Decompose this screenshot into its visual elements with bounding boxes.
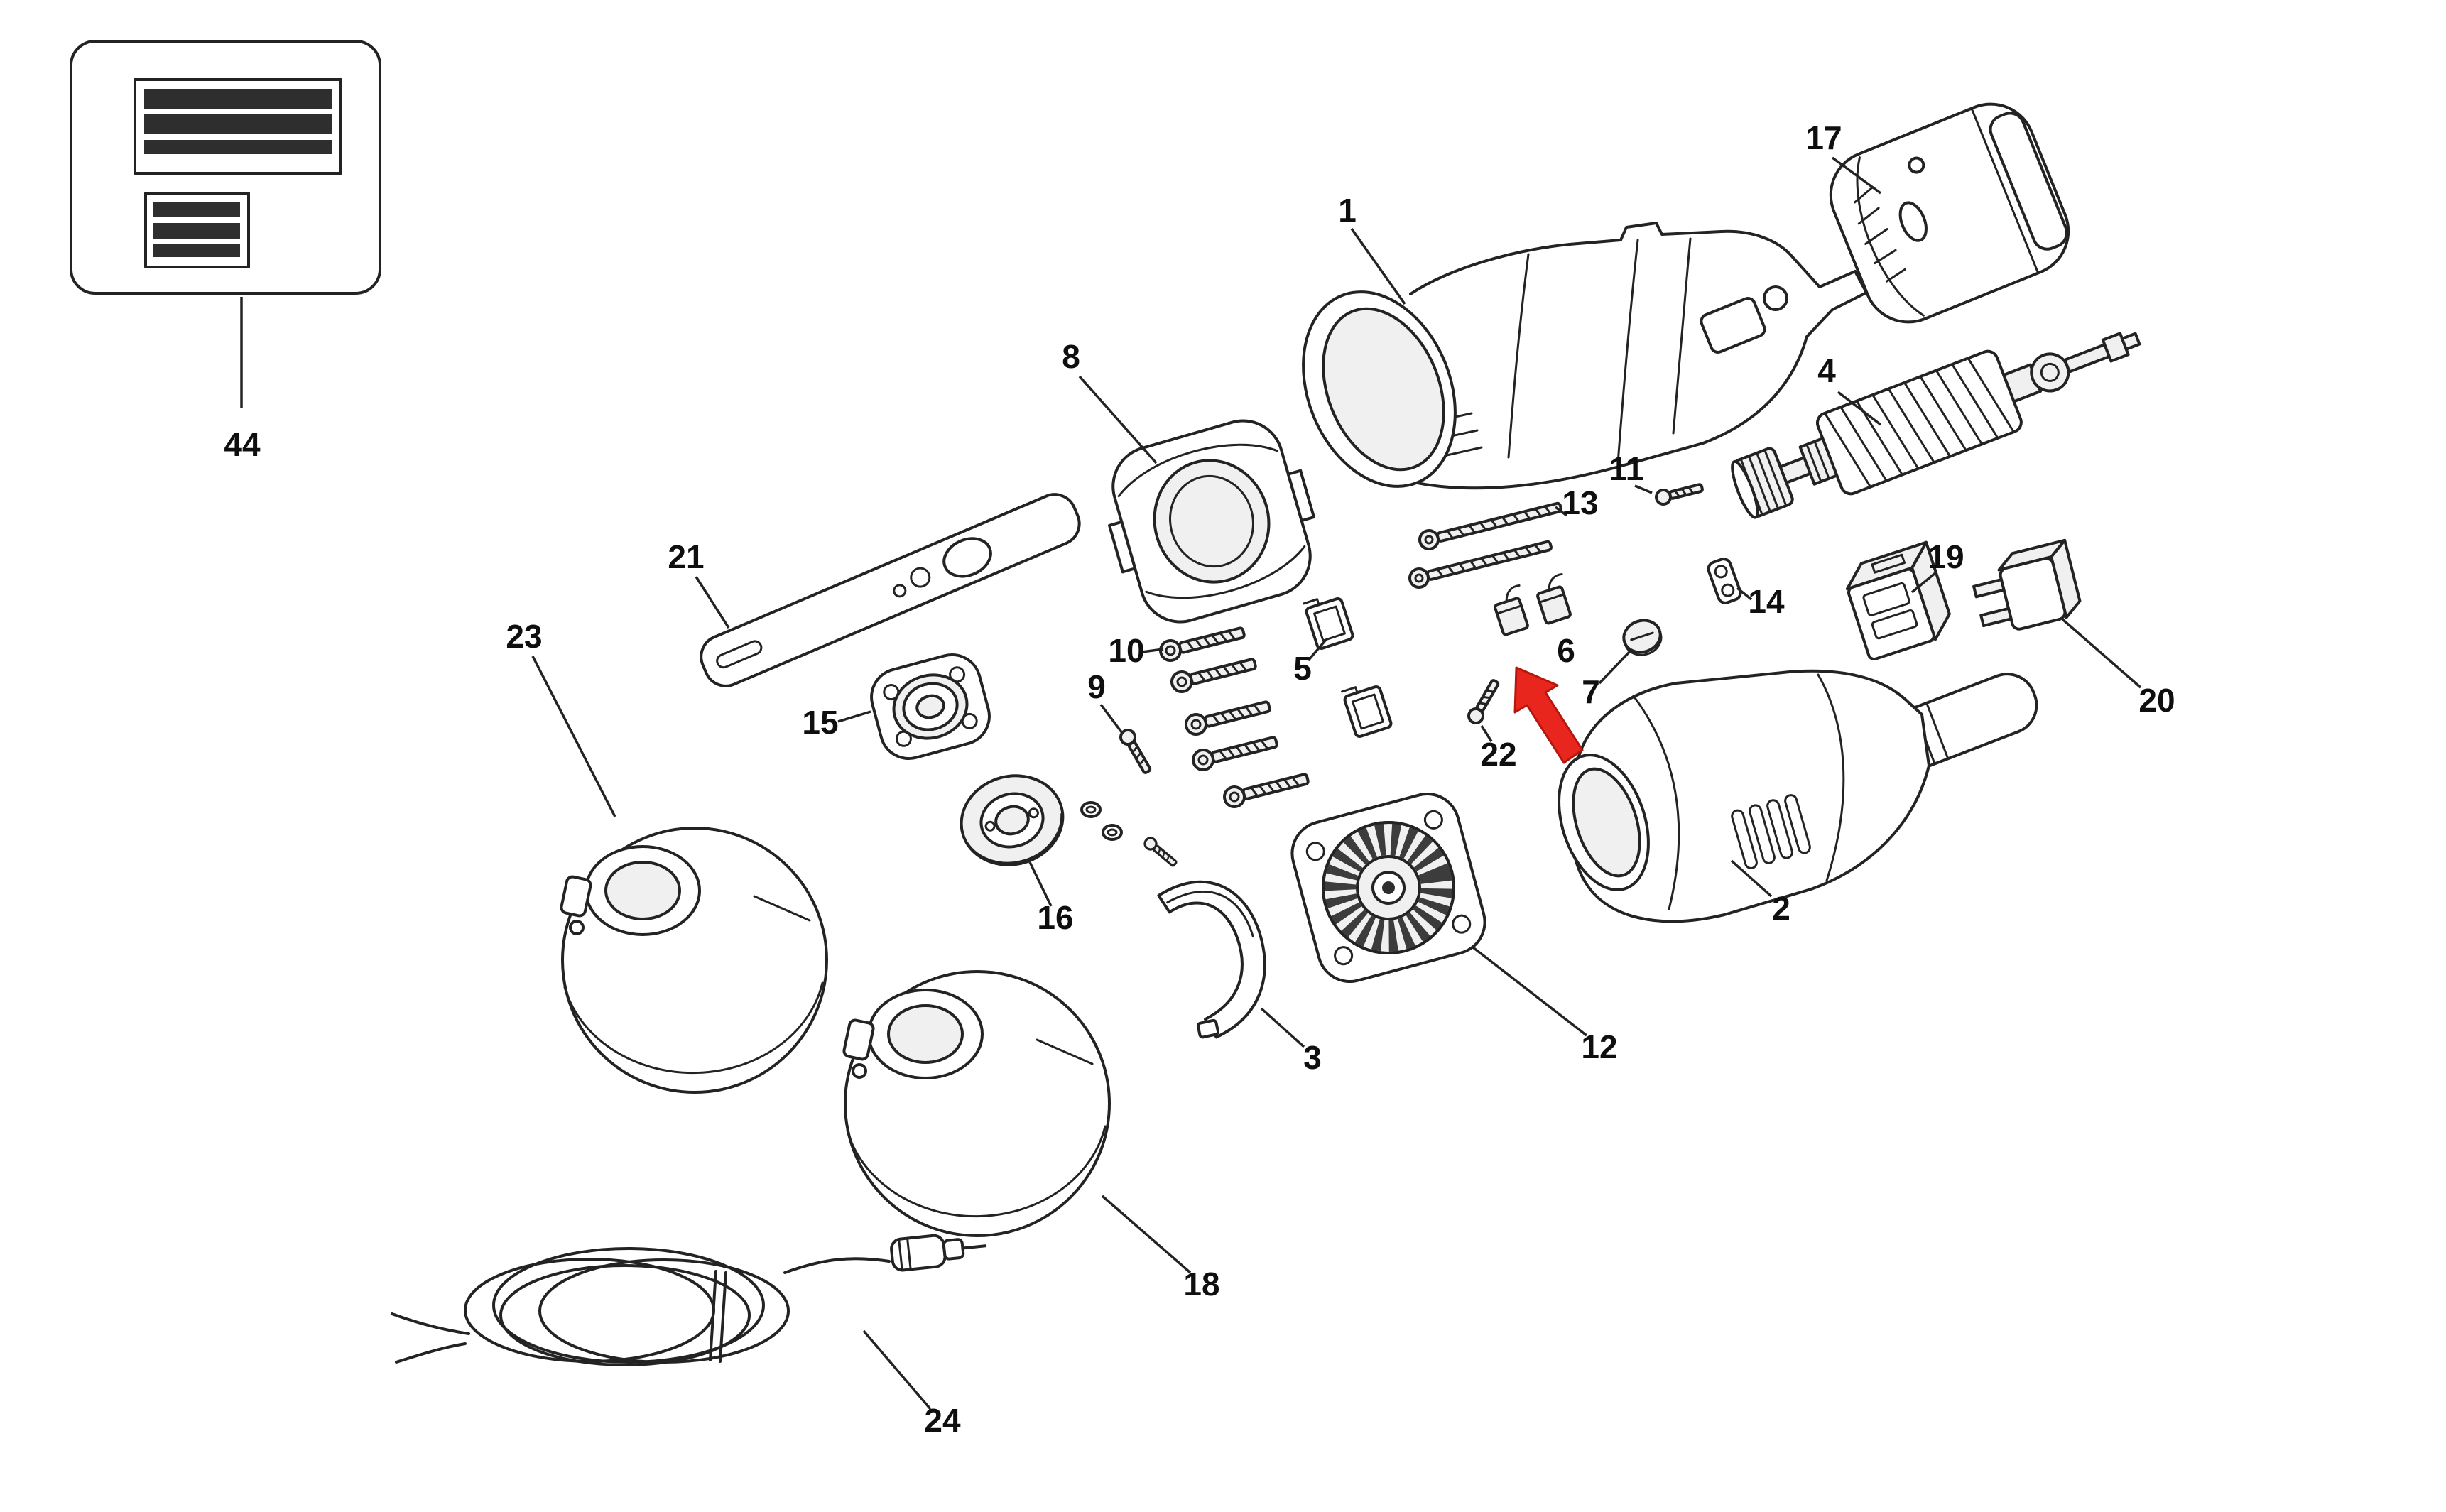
leader-13 [1554,506,1568,517]
part-label-18: 18 [1183,1266,1219,1302]
part-label-4: 4 [1817,352,1836,389]
leader-5 [1307,639,1327,662]
leader-3 [1260,1007,1305,1048]
part-24-power-cord [391,1234,987,1366]
part-2-gear-housing [1558,669,2038,923]
part-label-24: 24 [924,1402,961,1439]
part-label-21: 21 [668,538,704,575]
part-label-1: 1 [1338,192,1357,229]
part-1-motor-housing [1302,222,1868,490]
part-labels: 44 1 17 4 8 11 13 21 19 14 23 10 5 6 7 2… [224,119,2175,1439]
part-8-field [1108,419,1315,624]
leader-10 [1141,648,1164,653]
part-21-wrench [700,493,1081,687]
part-label-5: 5 [1293,650,1312,687]
part-14-terminal [1707,558,1742,604]
part-label-17: 17 [1805,119,1842,156]
leader-9 [1099,703,1124,734]
part-label-22: 22 [1480,736,1516,773]
part-label-16: 16 [1037,899,1073,936]
leader-1 [1350,227,1406,305]
part-label-44: 44 [224,426,261,463]
part-label-23: 23 [506,618,542,655]
leader-19 [1910,571,1937,594]
part-label-11: 11 [1609,450,1644,487]
part-11-screw [1653,479,1705,508]
leader-2 [1730,859,1773,898]
part-label-20: 20 [2138,682,2175,719]
part-18-wheel-guard [842,970,1111,1237]
leader-15 [837,710,871,723]
part-5-brush-holder [1302,590,1393,739]
part-label-6: 6 [1557,632,1575,669]
plug-icon [890,1234,987,1272]
part-label-13: 13 [1562,484,1598,521]
leader-7 [1598,649,1632,685]
leader-18 [1101,1195,1192,1274]
leader-17 [1831,156,1882,195]
leader-4 [1837,391,1882,426]
part-23-wheel-guard [560,827,828,1094]
leader-23 [531,656,616,817]
part-22-screw [1464,676,1504,727]
part-label-19: 19 [1928,538,1964,575]
part-label-14: 14 [1748,583,1785,620]
part-20-connector [1972,538,2082,631]
part-17-rear-housing [1829,102,2070,324]
part-label-8: 8 [1062,338,1080,375]
leader-12 [1472,946,1588,1037]
part-label-3: 3 [1303,1039,1322,1076]
leader-14 [1736,587,1753,601]
part-3-cover [1157,880,1266,1039]
part-label-15: 15 [802,704,838,741]
part-16-clamp-nut [960,774,1065,866]
leader-20 [2061,618,2142,689]
part-12-fan-plate [1290,792,1486,984]
leader-22 [1480,725,1493,742]
part-44-rating-label [70,40,381,295]
leader-8 [1078,375,1158,464]
highlight-arrow-icon [1513,666,1584,764]
part-4-armature [1731,332,2141,519]
leader-21 [695,576,730,629]
part-label-10: 10 [1108,632,1144,669]
part-label-2: 2 [1772,890,1790,927]
part-9-screw-washers [1080,726,1180,870]
part-13-long-screws [1406,496,1565,591]
leader-24 [862,1329,932,1410]
leader-lines [240,156,2142,1410]
leader-16 [1028,861,1053,907]
part-7-brush-cap [1622,619,1663,656]
leader-11 [1634,484,1653,494]
part-label-7: 7 [1582,673,1600,710]
part-6-carbon-brushes [1489,572,1577,637]
part-15-inner-flange [870,653,991,761]
part-label-9: 9 [1087,668,1106,705]
part-10-screws [1157,621,1312,810]
part-label-12: 12 [1581,1028,1617,1065]
